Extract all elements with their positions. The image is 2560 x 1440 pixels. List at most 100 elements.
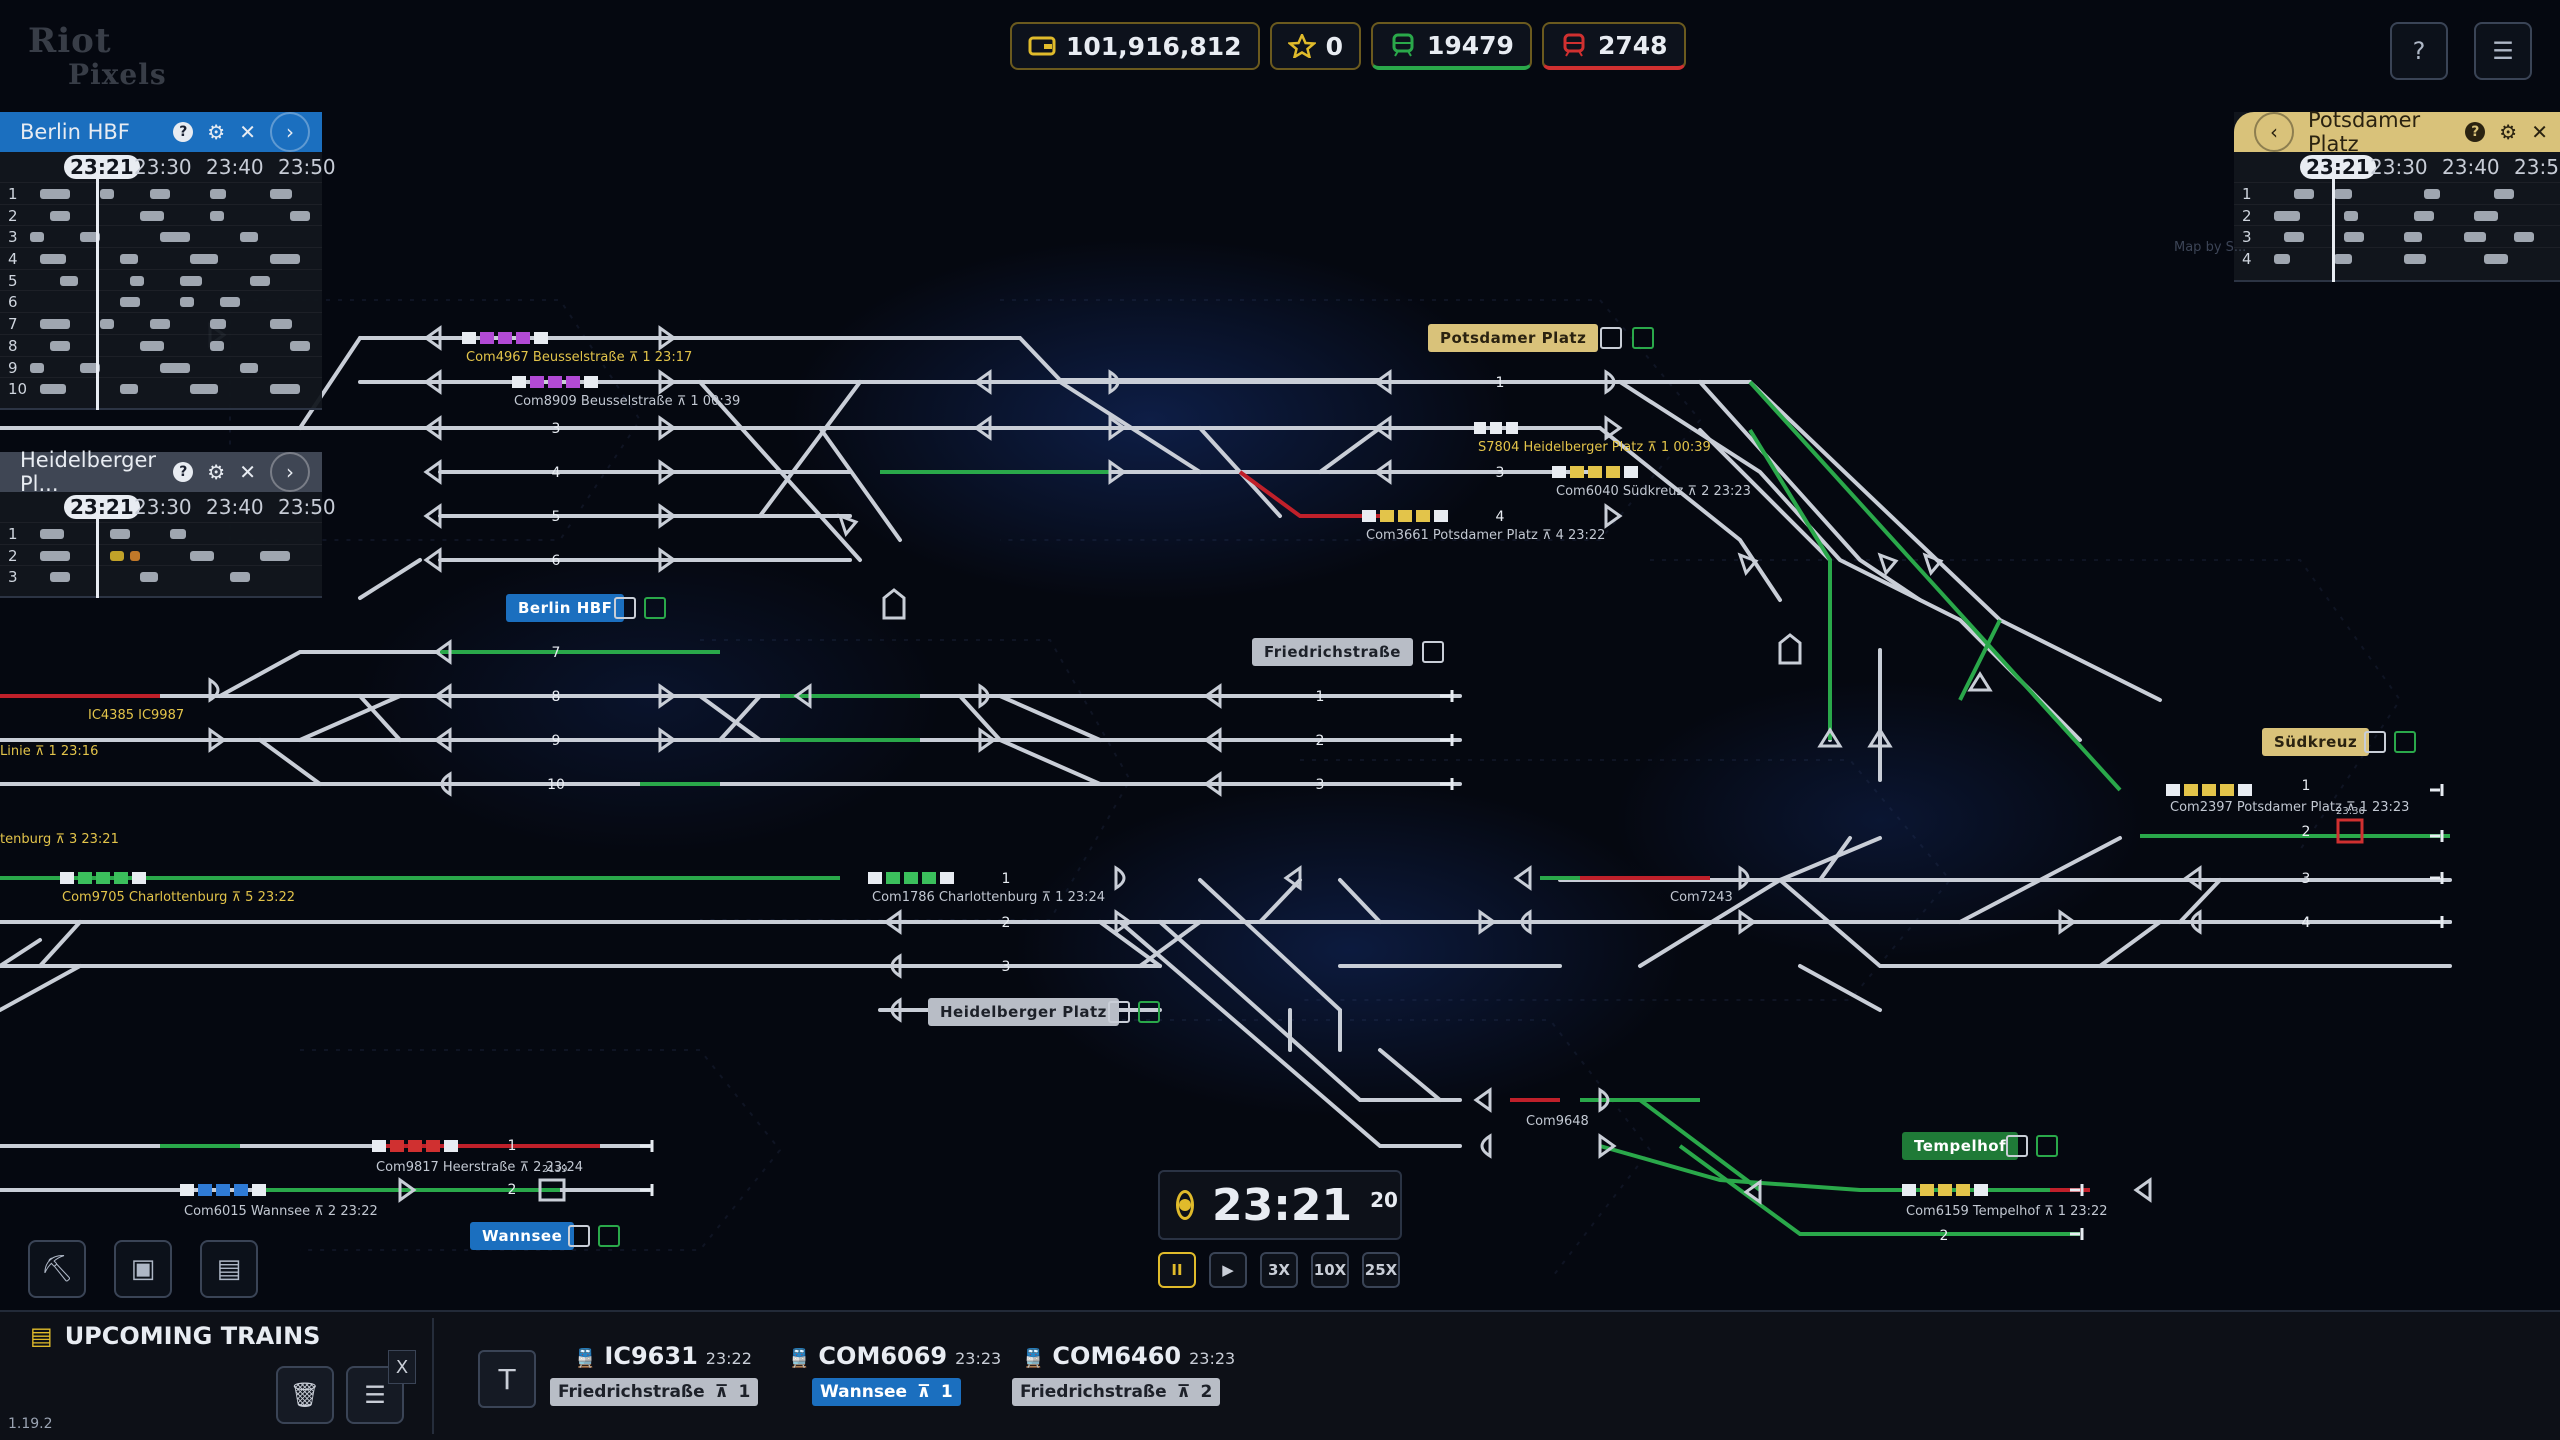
svg-text:3: 3	[1496, 465, 1505, 481]
train-label[interactable]: Com4967 Beusselstraße ⊼ 1 23:17	[466, 350, 693, 365]
play-button[interactable]: ▶	[1209, 1252, 1247, 1288]
train-label[interactable]: Com3661 Potsdamer Platz ⊼ 4 23:22	[1366, 528, 1606, 543]
train-label[interactable]: S7804 Heidelberger Platz ⊼ 1 00:39	[1478, 440, 1711, 455]
tracks-white	[0, 336, 2452, 1192]
stars-value: 0	[1325, 31, 1343, 61]
chevron-right-icon[interactable]: ›	[270, 112, 310, 152]
menu-button[interactable]: ☰	[2474, 22, 2532, 80]
occupancy-block	[270, 189, 292, 199]
panel-header[interactable]: ‹ Potsdamer Platz ? ⚙ ✕	[2234, 108, 2560, 156]
speed-10x-button[interactable]: 10X	[1311, 1252, 1349, 1288]
trash-button[interactable]: 🗑	[276, 1366, 334, 1424]
depot-icon[interactable]	[2006, 1135, 2028, 1157]
signal-toggle-icon[interactable]	[2394, 731, 2416, 753]
occupancy-block	[120, 254, 138, 265]
help-icon[interactable]: ?	[173, 462, 194, 482]
chevron-left-icon[interactable]: ‹	[2254, 112, 2294, 152]
train-label[interactable]: 2139	[542, 1164, 568, 1175]
platform-number: 1	[8, 525, 18, 543]
station-potsdamer-platz[interactable]: Potsdamer Platz	[1428, 324, 1599, 352]
chip-button[interactable]: ▣	[114, 1240, 172, 1298]
train-label[interactable]: Com9817 Heerstraße ⊼ 2 23:24	[376, 1160, 584, 1175]
station-tempelhof[interactable]: Tempelhof	[1902, 1132, 2019, 1160]
occupancy-block	[2334, 254, 2352, 265]
close-icon[interactable]: ✕	[239, 460, 256, 484]
occupancy-block	[2414, 210, 2434, 221]
trains-ok-counter: 19479	[1370, 22, 1532, 70]
train-label[interactable]: Com9648	[1526, 1114, 1589, 1129]
train-label[interactable]: Com7243	[1670, 890, 1733, 905]
gear-icon[interactable]: ⚙	[2499, 120, 2518, 144]
timetable-potsdamer[interactable]: ‹ Potsdamer Platz ? ⚙ ✕ 23:21 23:30 23:4…	[2234, 108, 2560, 282]
station-berlin-hbf[interactable]: Berlin HBF	[506, 594, 625, 622]
train-label[interactable]: Com8909 Beusselstraße ⊼ 1 00:39	[514, 394, 741, 409]
signal-toggle-icon[interactable]	[2036, 1135, 2058, 1157]
timetable-berlin-hbf[interactable]: Berlin HBF ? ⚙ ✕ › 23:21 23:30 23:40 23:…	[0, 112, 336, 410]
depot-icon[interactable]	[568, 1225, 590, 1247]
depot-icon[interactable]	[2364, 731, 2386, 753]
station-heidelberger-platz[interactable]: Heidelberger Platz	[928, 998, 1119, 1026]
train-label[interactable]: Linie ⊼ 1 23:16	[0, 744, 99, 759]
stars-counter: 0	[1269, 22, 1361, 70]
occupancy-block	[30, 232, 44, 243]
station-wannsee[interactable]: Wannsee	[470, 1222, 575, 1250]
occupancy-block	[270, 384, 300, 395]
text-filter-button[interactable]: T	[478, 1350, 536, 1408]
timetable-heidelberger[interactable]: Heidelberger Pl... ? ⚙ ✕ › 23:21 23:30 2…	[0, 448, 336, 598]
close-icon[interactable]: ✕	[2531, 120, 2548, 144]
help-icon[interactable]: ?	[2465, 122, 2486, 142]
depot-icon[interactable]	[1108, 1001, 1130, 1023]
occupancy-block	[40, 529, 64, 539]
close-upcoming-button[interactable]: X	[388, 1350, 416, 1384]
occupancy-block	[2404, 232, 2422, 243]
occupancy-block	[210, 210, 224, 221]
help-icon[interactable]: ?	[173, 122, 194, 142]
panel-header[interactable]: Berlin HBF ? ⚙ ✕ ›	[0, 112, 322, 152]
signal-toggle-icon[interactable]	[1632, 327, 1654, 349]
signal-toggle-icon[interactable]	[644, 597, 666, 619]
destination-badge: Friedrichstraße⊼2	[1012, 1378, 1221, 1406]
speed-3x-button[interactable]: 3X	[1260, 1252, 1298, 1288]
depot-icon[interactable]	[1600, 327, 1622, 349]
gear-icon[interactable]: ⚙	[207, 120, 226, 144]
train-label[interactable]: Com6040 Südkreuz ⊼ 2 23:23	[1556, 484, 1751, 499]
depot-icon[interactable]	[614, 597, 636, 619]
occupancy-block	[60, 275, 78, 286]
occupancy-block	[110, 529, 130, 539]
occupancy-block	[170, 529, 186, 539]
speed-25x-button[interactable]: 25X	[1362, 1252, 1400, 1288]
signal-toggle-icon[interactable]	[598, 1225, 620, 1247]
train-label[interactable]: Com9705 Charlottenburg ⊼ 5 23:22	[62, 890, 296, 905]
pause-button[interactable]: II	[1158, 1252, 1196, 1288]
depot-icon[interactable]	[1422, 641, 1444, 663]
gear-icon[interactable]: ⚙	[207, 460, 226, 484]
train-label[interactable]: Com1786 Charlottenburg ⊼ 1 23:24	[872, 890, 1106, 905]
station-friedrichstrasse[interactable]: Friedrichstraße	[1252, 638, 1413, 666]
occupancy-block	[270, 254, 300, 265]
time-tick: 23:40	[206, 155, 264, 179]
help-button[interactable]: ?	[2390, 22, 2448, 80]
svg-text:2: 2	[1002, 915, 1011, 931]
destination-badge: Wannsee⊼1	[812, 1378, 961, 1406]
train-label[interactable]: Com6159 Tempelhof ⊼ 1 23:22	[1906, 1204, 2108, 1219]
station-sudkreuz[interactable]: Südkreuz	[2262, 728, 2370, 756]
svg-text:3: 3	[1316, 777, 1325, 793]
log-button[interactable]: ▤	[200, 1240, 258, 1298]
train-label[interactable]: 23:36	[2336, 806, 2365, 817]
train-label[interactable]: Com6015 Wannsee ⊼ 2 23:22	[184, 1204, 378, 1219]
signal-toggle-icon[interactable]	[1138, 1001, 1160, 1023]
train-label[interactable]: IC4385 IC9987	[88, 708, 185, 723]
close-icon[interactable]: ✕	[239, 120, 256, 144]
panel-header[interactable]: Heidelberger Pl... ? ⚙ ✕ ›	[0, 448, 322, 496]
occupancy-block	[120, 297, 140, 308]
train-label[interactable]: Com2397 Potsdamer Platz ⊼ 1 23:23	[2170, 800, 2410, 815]
chevron-right-icon[interactable]: ›	[270, 452, 310, 492]
train-label[interactable]: tenburg ⊼ 3 23:21	[0, 832, 119, 847]
occupancy-block	[2344, 232, 2364, 243]
construction-button[interactable]: ⛏	[28, 1240, 86, 1298]
